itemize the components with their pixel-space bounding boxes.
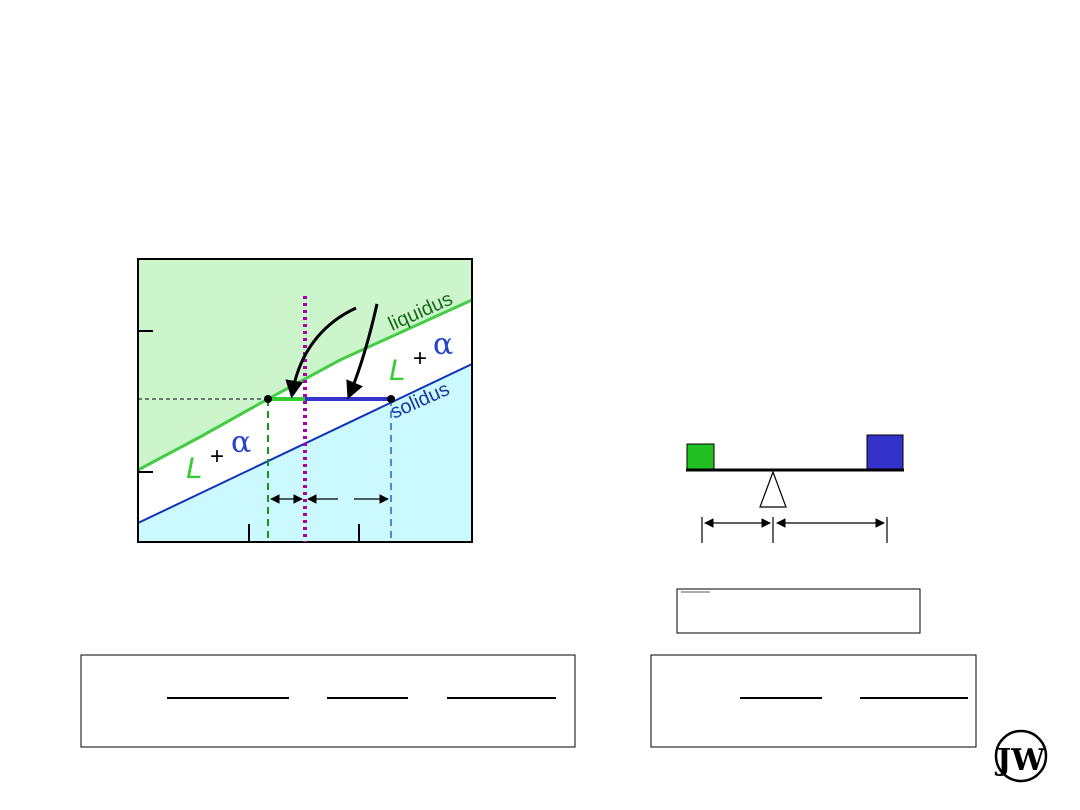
solid-mass-block [866,434,904,471]
pointer-arrow-left [285,306,357,399]
region-lower-L: L [186,452,203,485]
region-upper-plus: + [413,345,427,372]
region-upper-L: L [389,354,406,387]
equation-box-right [650,654,977,748]
lever-caption-box [676,588,921,634]
two-phase-region [138,300,472,523]
lever-analogy [676,434,921,634]
region-upper-alpha: α [433,327,453,362]
region-label-lower: L + α [186,425,251,485]
region-lower-alpha: α [231,425,251,460]
logo-ring [994,729,1048,783]
liquid-mass-block [686,443,715,471]
region-lower-plus: + [210,443,224,470]
equation-box-left [80,654,576,748]
logo-letters: JW [994,743,1046,778]
tie-line-endpoint-solid [387,395,395,403]
phase-diagram: liquidus solidus L + α L + α [137,258,473,543]
equation-box-left-frame [80,654,576,748]
equation-box-right-frame [650,654,977,748]
region-label-upper: L + α [389,327,453,387]
pointer-arrow-right [346,303,379,400]
publisher-logo: JW [994,729,1048,783]
tie-line-endpoint-liquid [264,395,272,403]
fulcrum [759,470,787,508]
liquid-region [138,259,472,470]
